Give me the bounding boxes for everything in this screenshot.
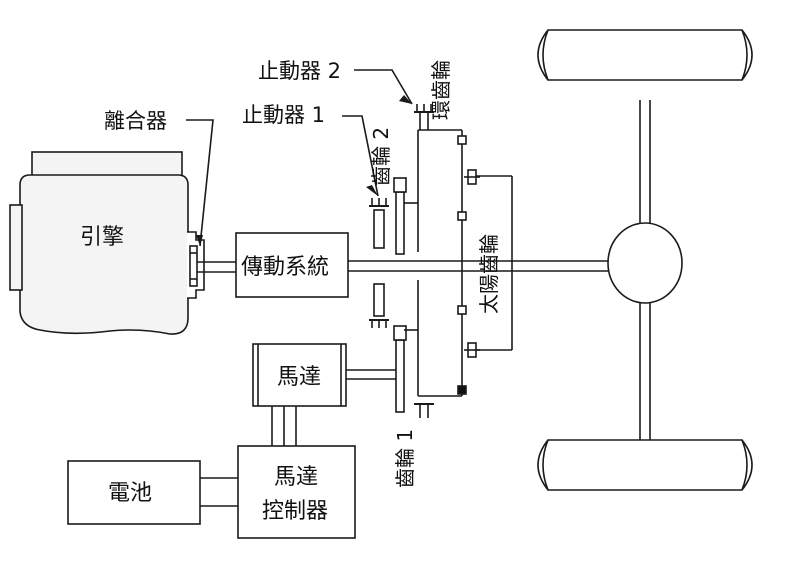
motor-shaft: [346, 369, 396, 380]
wheel-top: [537, 29, 753, 81]
brake-2-label: 止動器 2: [258, 59, 341, 83]
ring-gear: [417, 129, 467, 397]
controller-label-line2: 控制器: [262, 499, 328, 524]
engine-block: [9, 151, 189, 335]
controller-label-line1: 馬達: [274, 465, 318, 490]
motor-label: 馬達: [277, 365, 321, 390]
main-shaft: [348, 260, 612, 272]
differential: [607, 222, 683, 304]
input-shaft: [197, 261, 236, 273]
ring-gear-label: 環齒輪: [429, 60, 453, 120]
sun-gear-carrier: [464, 169, 513, 358]
brake-1-symbol: [369, 198, 389, 328]
controller-box: [237, 445, 356, 539]
clutch-leader: [186, 119, 214, 247]
gear-1: [393, 325, 434, 418]
gear-1-label: 齒輪 1: [393, 429, 417, 488]
battery-controller-wires: [200, 477, 238, 507]
motor-controller-wires: [271, 406, 297, 446]
battery-label: 電池: [108, 481, 152, 506]
brake-2-symbol: [414, 104, 434, 130]
brake-1-label: 止動器 1: [242, 103, 325, 127]
transmission-box: [235, 232, 349, 298]
sun-gear-label: 太陽齒輪: [477, 234, 501, 314]
gear-2-label: 齒輪 2: [369, 127, 393, 186]
wheel-bottom: [537, 439, 753, 491]
brake-2-leader: [354, 69, 413, 105]
clutch-label: 離合器: [104, 109, 167, 133]
battery-box: [67, 460, 201, 525]
engine-label: 引擎: [80, 225, 124, 250]
gear-2: [393, 177, 418, 255]
transmission-label: 傳動系統: [241, 255, 329, 280]
brake-1-leader: [342, 115, 379, 197]
motor-box: [252, 343, 347, 407]
clutch: [187, 231, 205, 299]
